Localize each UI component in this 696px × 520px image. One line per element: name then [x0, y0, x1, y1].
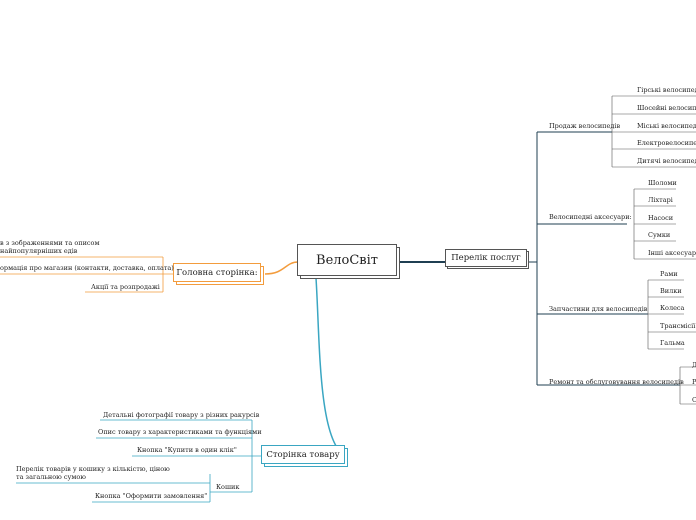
services-sales-label[interactable]: Продаж велосипедів: [549, 122, 621, 130]
services-repair-label[interactable]: Ремонт та обслуговування велосипедів: [549, 378, 684, 386]
product-item[interactable]: Опис товару з характеристиками та функці…: [98, 428, 262, 436]
connector-repair-sub: [679, 366, 696, 405]
product-item[interactable]: Детальні фотографії товару з різних раку…: [103, 411, 260, 419]
cart-label[interactable]: Кошик: [216, 483, 240, 491]
connector-center-home: [264, 261, 299, 275]
sales-item[interactable]: Шосейні велосипеди: [637, 104, 696, 112]
sales-item[interactable]: Електровелосипеди: [637, 139, 696, 147]
connector-home-sub: [0, 256, 178, 293]
services-node-label: Перелік послуг: [451, 253, 521, 263]
accessory-item[interactable]: Сумки: [648, 231, 671, 239]
connector-sales-sub: [611, 95, 696, 168]
connector-center-product: [315, 277, 346, 457]
connector-cart-sub: [16, 474, 211, 503]
cart-item[interactable]: Перелік товарів у кошику з кількістю, ці…: [16, 465, 170, 481]
repair-item[interactable]: Р: [692, 378, 696, 386]
services-node[interactable]: Перелік послуг: [445, 249, 527, 267]
part-item[interactable]: Гальма: [660, 339, 685, 347]
central-node-label: ВелоСвіт: [316, 252, 378, 268]
part-item[interactable]: Рами: [660, 270, 678, 278]
connector-product-sub: [96, 419, 262, 493]
services-accessories-label[interactable]: Велосипедні аксесуари:: [549, 213, 632, 221]
repair-item[interactable]: С: [692, 396, 696, 404]
product-node[interactable]: Сторінка товару: [261, 445, 345, 464]
connector-parts-sub: [647, 279, 696, 350]
accessory-item[interactable]: Шоломи: [648, 179, 677, 187]
part-item[interactable]: Трансмісії: [660, 322, 696, 330]
product-item[interactable]: Кнопка "Купити в один клік": [137, 446, 237, 454]
home-item[interactable]: Акції та розпродажі: [91, 283, 160, 291]
home-node-label: Головна сторінка:: [176, 267, 258, 278]
services-parts-label[interactable]: Запчастини для велосипедів: [549, 305, 648, 313]
accessory-item[interactable]: Інші аксесуари: [648, 249, 696, 257]
part-item[interactable]: Колеса: [660, 304, 685, 312]
central-node[interactable]: ВелоСвіт: [297, 244, 397, 276]
sales-item[interactable]: Дитячі велосипеди: [637, 157, 696, 165]
accessory-item[interactable]: Насоси: [648, 214, 674, 222]
sales-item[interactable]: Гірські велосипеди: [637, 86, 696, 94]
home-item[interactable]: в з зображеннями та описом найпопулярніш…: [0, 239, 100, 255]
home-item[interactable]: ормація про магазин (контакти, доставка,…: [0, 264, 174, 272]
home-node[interactable]: Головна сторінка:: [173, 263, 261, 282]
part-item[interactable]: Вилки: [660, 287, 682, 295]
accessory-item[interactable]: Ліхтарі: [648, 196, 673, 204]
repair-item[interactable]: Д: [692, 361, 696, 369]
sales-item[interactable]: Міські велосипеди: [637, 122, 696, 130]
product-node-label: Сторінка товару: [266, 449, 340, 460]
cart-item[interactable]: Кнопка "Оформити замовлення": [95, 492, 208, 500]
